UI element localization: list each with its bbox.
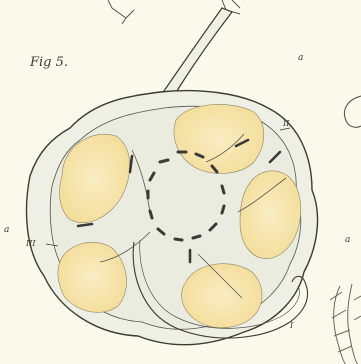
figure-title: Fig 5. bbox=[30, 56, 68, 69]
bottom-right-fragment bbox=[330, 284, 361, 364]
label-a-right: a bbox=[345, 236, 350, 245]
label-roman-iii: III bbox=[26, 240, 35, 248]
label-a-left: a bbox=[4, 226, 9, 235]
top-fragment-left bbox=[108, 0, 134, 24]
right-fragment-curve bbox=[344, 96, 361, 127]
label-roman-i: I bbox=[290, 322, 293, 330]
label-roman-ii: II bbox=[283, 120, 289, 128]
label-a-top: a bbox=[298, 54, 303, 63]
